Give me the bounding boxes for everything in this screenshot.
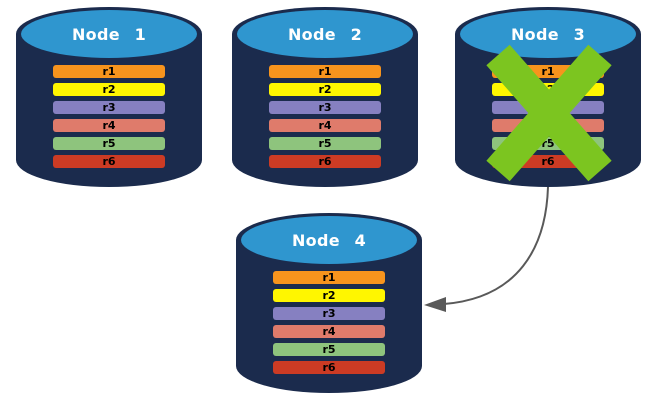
node-2-title: Node 2 [287,24,363,44]
replica-row-r5: r5 [273,343,385,356]
node-4-cylinder-top: Node 4 [241,216,417,264]
replica-row-label: r1 [318,65,332,78]
replica-row-label: r4 [322,325,336,338]
replica-row-label: r1 [322,271,336,284]
replica-row-r4: r4 [273,325,385,338]
replica-row-r4: r4 [269,119,381,132]
replica-row-label: r2 [318,83,332,96]
replica-row-r4: r4 [53,119,165,132]
replica-row-label: r5 [102,137,116,150]
node-2-rows: r1 r2 r3 r4 r5 r6 [269,65,381,168]
replica-row-r2: r2 [53,83,165,96]
replica-row-r1: r1 [269,65,381,78]
node-1-title: Node 1 [71,24,147,44]
node-1-cylinder: Node 1 r1 r2 r3 r4 r5 r6 [16,7,202,187]
node-4-cylinder: Node 4 r1 r2 r3 r4 r5 r6 [236,213,422,393]
replica-row-r3: r3 [53,101,165,114]
replica-row-label: r2 [102,83,116,96]
replica-row-r6: r6 [53,155,165,168]
replica-row-r1: r1 [273,271,385,284]
replica-row-r3: r3 [273,307,385,320]
replica-row-label: r3 [318,101,332,114]
replica-row-r3: r3 [269,101,381,114]
replica-row-r5: r5 [269,137,381,150]
replica-row-label: r4 [318,119,332,132]
replica-row-r2: r2 [273,289,385,302]
replica-row-r6: r6 [269,155,381,168]
replica-row-label: r5 [541,137,555,150]
replica-row-label: r1 [541,65,555,78]
node-3-title: Node 3 [510,24,586,44]
node-1-rows: r1 r2 r3 r4 r5 r6 [53,65,165,168]
replica-row-r6: r6 [273,361,385,374]
node-1-cylinder-top: Node 1 [21,10,197,58]
replica-row-label: r5 [318,137,332,150]
failure-x-icon [486,44,612,182]
replica-row-label: r2 [322,289,336,302]
node-2-cylinder-top: Node 2 [237,10,413,58]
replica-row-label: r1 [102,65,116,78]
node-4-title: Node 4 [291,230,367,250]
replica-row-label: r6 [102,155,116,168]
replica-row-label: r5 [322,343,336,356]
replica-row-label: r6 [541,155,555,168]
node-4-rows: r1 r2 r3 r4 r5 r6 [273,271,385,374]
node-2-cylinder: Node 2 r1 r2 r3 r4 r5 r6 [232,7,418,187]
replica-row-r1: r1 [53,65,165,78]
node-3-cylinder-top: Node 3 [460,10,636,58]
replica-row-r5: r5 [53,137,165,150]
replica-row-label: r3 [102,101,116,114]
replica-row-label: r4 [102,119,116,132]
replica-row-label: r3 [322,307,336,320]
replica-row-r2: r2 [269,83,381,96]
replica-row-label: r6 [318,155,332,168]
replica-row-label: r6 [322,361,336,374]
